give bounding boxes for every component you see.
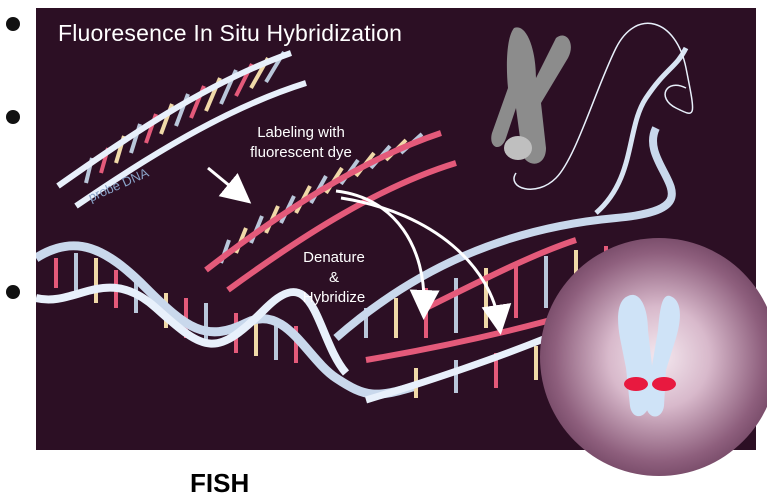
amp-line: & — [284, 268, 384, 288]
denature-line: Denature — [284, 248, 384, 268]
hybridize-line: Hybridize — [284, 288, 384, 308]
labeling-line-2: fluorescent dye — [226, 143, 376, 163]
signal-spot-left — [624, 377, 648, 391]
chromosome-icon — [491, 27, 571, 163]
signal-spot-right — [652, 377, 676, 391]
labeling-label: Labeling with fluorescent dye — [226, 123, 376, 163]
zoom-circle — [540, 238, 767, 476]
bullet-2 — [6, 110, 20, 124]
zoomed-chromosome-icon — [540, 238, 767, 476]
labeling-line-1: Labeling with — [226, 123, 376, 143]
caption: FISH — [190, 468, 249, 499]
bullet-3 — [6, 285, 20, 299]
denature-label: Denature & Hybridize — [284, 248, 384, 308]
bullet-1 — [6, 17, 20, 31]
figure-title: Fluoresence In Situ Hybridization — [58, 20, 402, 47]
arrow-icon — [208, 168, 242, 196]
